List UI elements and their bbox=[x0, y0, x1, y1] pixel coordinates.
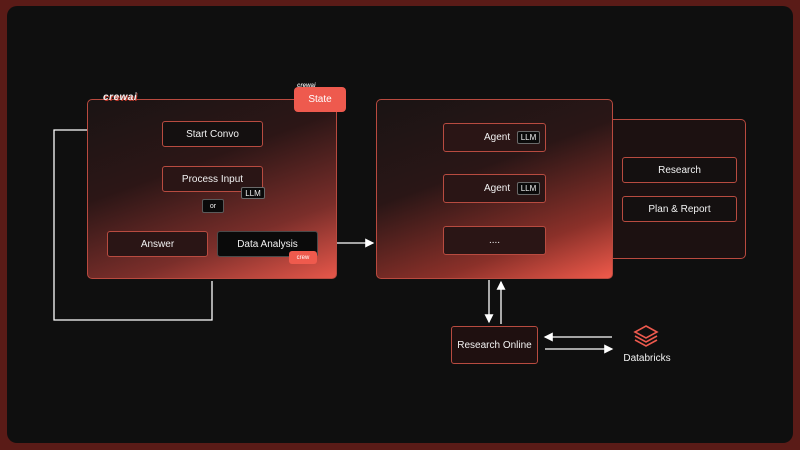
state-badge: State bbox=[294, 87, 346, 112]
task-plan-report: Plan & Report bbox=[622, 196, 737, 222]
agent-llm-tag-2: LLM bbox=[517, 182, 540, 195]
answer-node: Answer bbox=[107, 231, 208, 257]
start-convo-node: Start Convo bbox=[162, 121, 263, 147]
crewai-mini-logo: crewai bbox=[297, 83, 316, 89]
crewai-logo: crewai bbox=[103, 92, 138, 103]
or-label: or bbox=[202, 199, 224, 213]
databricks-icon bbox=[633, 325, 659, 347]
task-research: Research bbox=[622, 157, 737, 183]
agent-label: Agent bbox=[484, 132, 511, 143]
research-online-node: Research Online bbox=[451, 326, 538, 364]
agent-llm-tag-1: LLM bbox=[517, 131, 540, 144]
agent-label: Agent bbox=[484, 183, 511, 194]
process-llm-tag: LLM bbox=[241, 187, 265, 199]
agent-node-3: .... bbox=[443, 226, 546, 255]
diagram-canvas: crewai crewai State Start Convo Process … bbox=[7, 6, 793, 443]
databricks-label: Databricks bbox=[623, 353, 671, 364]
crew-badge: crew bbox=[289, 251, 317, 264]
task-panel bbox=[611, 119, 746, 259]
data-analysis-node: Data Analysis bbox=[217, 231, 318, 257]
